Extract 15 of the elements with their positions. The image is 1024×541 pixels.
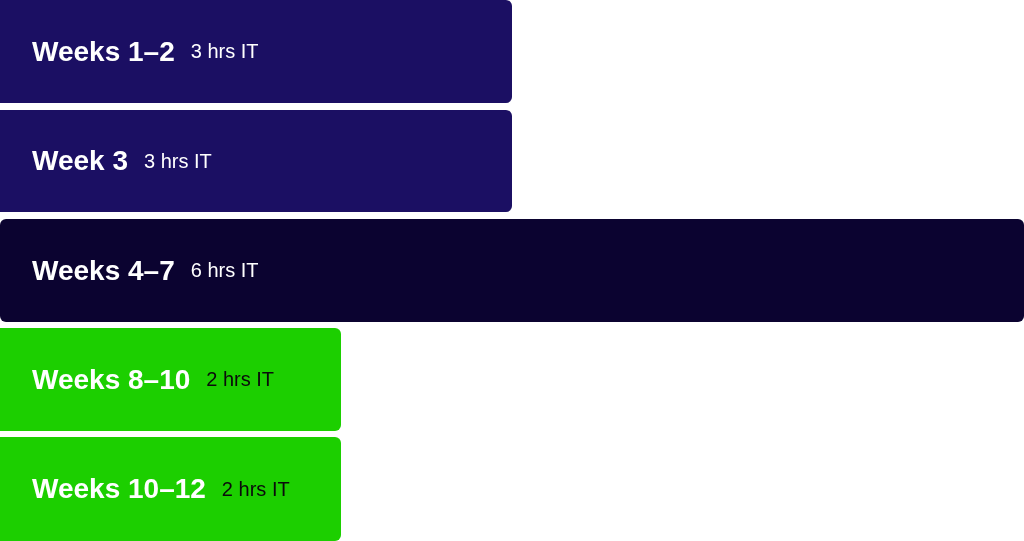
hours-label: 6 hrs IT [190,259,259,282]
hours-label: 2 hrs IT [206,368,275,391]
hours-label: 2 hrs IT [221,477,290,501]
timeline-bar [0,110,512,212]
hours-label: 3 hrs IT [144,149,212,173]
timeline-bar [0,219,1024,322]
period-label: Week 3 [32,145,128,177]
period-label: Weeks 4–7 [32,254,175,287]
period-label: Weeks 1–2 [32,35,175,68]
period-label: Weeks 10–12 [32,473,206,505]
timeline-bar [0,437,341,541]
timeline-bar [0,328,341,431]
period-label: Weeks 8–10 [32,363,191,396]
hours-label: 3 hrs IT [190,40,259,63]
timeline-bar [0,0,512,103]
